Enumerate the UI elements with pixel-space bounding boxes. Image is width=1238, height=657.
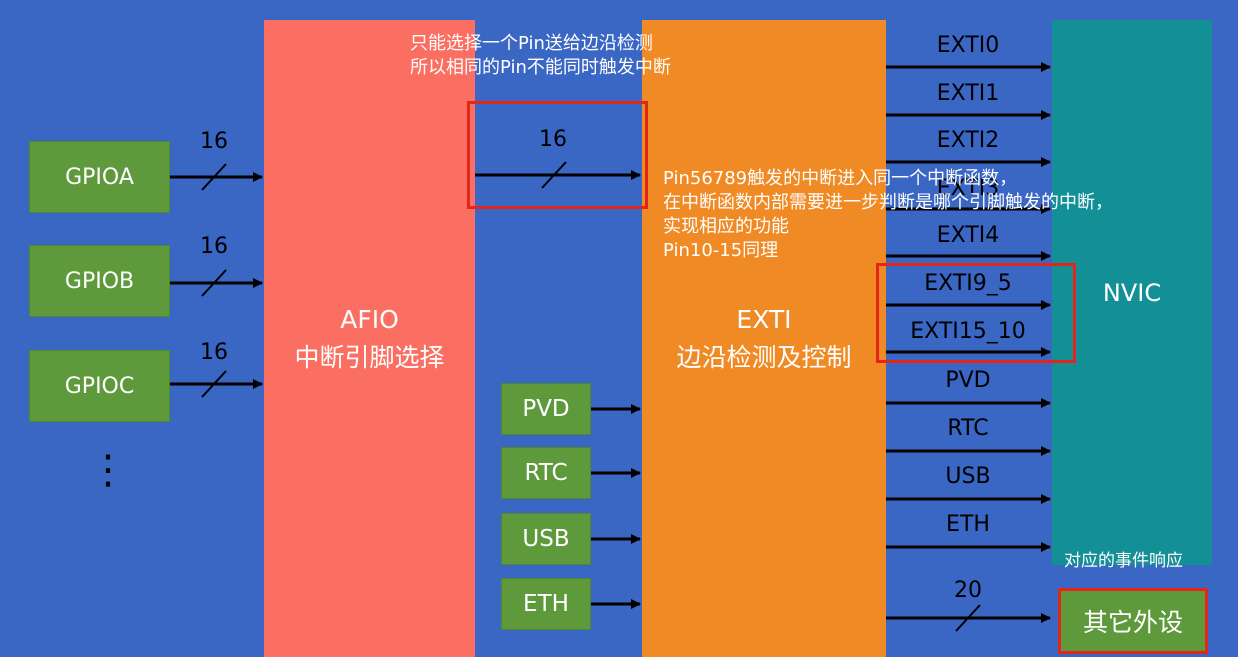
exti-title: EXTI <box>736 304 792 334</box>
rtc-input-block: RTC <box>501 447 591 499</box>
usb-input-label: USB <box>522 526 570 552</box>
output-wires <box>886 62 1051 632</box>
gpioa-bus-width: 16 <box>200 129 228 154</box>
pin-group-note-line4: Pin10-15同理 <box>663 240 779 261</box>
gpiob-bus-slash <box>201 269 227 297</box>
other-bus-slash <box>955 604 981 632</box>
gpiob-block: GPIOB <box>29 245 170 317</box>
output-label-exti15-10: EXTI15_10 <box>910 319 1026 344</box>
output-label-rtc: RTC <box>947 416 989 441</box>
gpioc-label: GPIOC <box>64 373 135 399</box>
pin-select-highlight <box>467 101 648 209</box>
other-peripherals-label: 其它外设 <box>1082 608 1183 637</box>
output-label-usb: USB <box>945 464 991 489</box>
gpioc-bus-slash <box>201 370 227 398</box>
exti-block: EXTI 边沿检测及控制 <box>642 20 886 657</box>
nvic-label: NVIC <box>1102 278 1162 307</box>
gpioa-bus-slash <box>201 163 227 191</box>
eth-input-block: ETH <box>501 578 591 630</box>
eth-input-label: ETH <box>523 591 569 617</box>
afio-subtitle: 中断引脚选择 <box>294 342 445 372</box>
exti-subtitle: 边沿检测及控制 <box>676 342 852 372</box>
afio-title: AFIO <box>340 304 399 334</box>
pin-select-note: 只能选择一个Pin送给边沿检测 所以相同的Pin不能同时触发中断 <box>410 32 671 80</box>
pvd-input-block: PVD <box>501 383 591 435</box>
gpio-ellipsis: ⋮ <box>88 447 128 493</box>
pin-group-note-line1: Pin56789触发的中断进入同一个中断函数， <box>663 168 1018 189</box>
pin-group-note-line3: 实现相应的功能 <box>663 216 789 237</box>
input-wires <box>591 404 641 609</box>
gpioc-bus-width: 16 <box>200 340 228 365</box>
usb-input-block: USB <box>501 513 591 565</box>
pvd-input-label: PVD <box>522 396 570 422</box>
other-bus-width: 20 <box>954 578 982 603</box>
output-label-exti9-5: EXTI9_5 <box>924 271 1012 296</box>
output-label-eth: ETH <box>946 512 990 537</box>
gpioc-block: GPIOC <box>29 350 170 422</box>
afio-exti-bus-slash <box>541 161 567 189</box>
gpiob-bus-width: 16 <box>200 234 228 259</box>
event-note: 对应的事件响应 <box>1064 551 1183 571</box>
pin-select-note-line2: 所以相同的Pin不能同时触发中断 <box>410 57 671 78</box>
exti-group-highlight <box>876 263 1076 363</box>
pin-group-note: Pin56789触发的中断进入同一个中断函数， 在中断函数内部需要进一步判断是哪… <box>663 167 1113 263</box>
pin-group-note-line2: 在中断函数内部需要进一步判断是哪个引脚触发的中断， <box>663 192 1113 213</box>
afio-exti-bus-width: 16 <box>539 127 567 152</box>
output-label-exti1: EXTI1 <box>936 81 1000 106</box>
output-label-exti0: EXTI0 <box>936 33 1000 58</box>
rtc-input-label: RTC <box>524 460 568 486</box>
output-label-exti4: EXTI4 <box>936 223 1000 248</box>
afio-block: AFIO 中断引脚选择 <box>264 20 475 657</box>
other-peripherals-block: 其它外设 <box>1058 588 1208 654</box>
pin-select-note-line1: 只能选择一个Pin送给边沿检测 <box>410 33 653 54</box>
gpio-wires <box>170 163 263 398</box>
output-label-exti2: EXTI2 <box>936 128 1000 153</box>
output-label-exti3: EXTI3 <box>936 176 1000 201</box>
gpiob-label: GPIOB <box>64 268 135 294</box>
gpioa-label: GPIOA <box>65 164 134 190</box>
gpioa-block: GPIOA <box>29 141 170 213</box>
output-label-pvd: PVD <box>945 368 991 393</box>
nvic-block: NVIC <box>1052 20 1212 565</box>
